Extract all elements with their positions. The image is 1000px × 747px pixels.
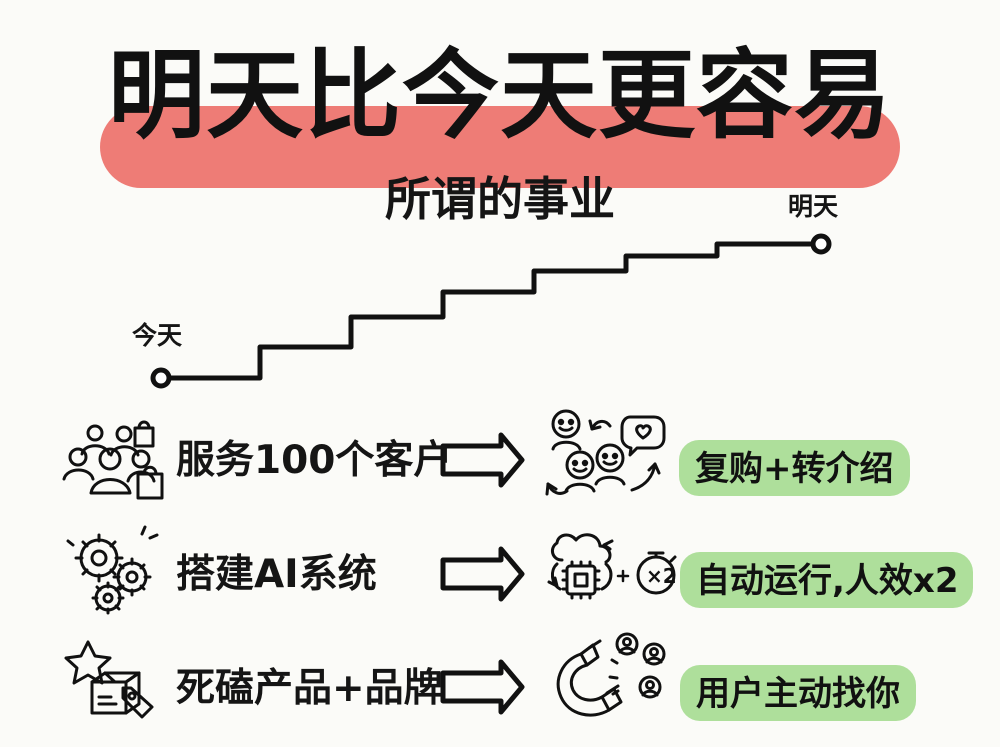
row-2-arrow-icon [440, 546, 525, 602]
product-brand-label: 死磕产品+品牌 [176, 666, 443, 711]
staircase-line [158, 241, 821, 381]
svg-text:×2: ×2 [646, 564, 677, 588]
title-highlight [100, 106, 900, 188]
people-shopping-icon [62, 420, 164, 500]
row-1-arrow-icon [440, 432, 525, 488]
ai-automation-icon: ×2 [547, 533, 677, 600]
tomorrow-label: 明天 [788, 192, 839, 221]
title-group: 明天比今天更容易 [96, 39, 904, 188]
customer-service-label: 服务100个客户 [176, 438, 453, 483]
growth-staircase [150, 233, 832, 389]
automation-result: 自动运行,人效x2 [680, 552, 973, 608]
main-title: 明天比今天更容易 [108, 39, 892, 152]
row-3-arrow-icon [440, 659, 525, 715]
gears-icon [66, 525, 159, 615]
repurchase-referral-result: 复购+转介绍 [679, 440, 910, 496]
ai-system-label: 搭建AI系统 [176, 552, 377, 597]
today-label: 今天 [132, 321, 183, 350]
subtitle: 所谓的事业 [385, 172, 615, 226]
tomorrow-point [810, 233, 832, 255]
inbound-users-result: 用户主动找你 [680, 665, 916, 721]
today-point [150, 367, 172, 389]
customer-referral-icon [545, 409, 666, 496]
product-brand-icon [64, 640, 154, 719]
magnet-users-icon [556, 632, 666, 717]
